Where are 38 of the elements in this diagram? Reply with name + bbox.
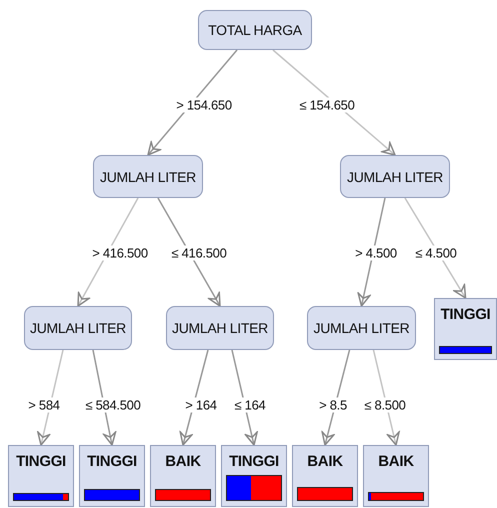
edge-label: ≤ 8.500 <box>363 398 407 412</box>
decision-node <box>307 306 416 350</box>
edge-label: ≤ 584.500 <box>84 398 142 412</box>
node-label: TINGGI <box>229 453 279 470</box>
node-label: BAIK <box>307 453 343 470</box>
leaf-node <box>221 445 287 507</box>
edge-label: > 416.500 <box>91 246 149 260</box>
node-label: JUMLAH LITER <box>172 320 268 336</box>
leaf-node <box>8 445 74 507</box>
node-label: TOTAL HARGA <box>208 22 302 38</box>
edge-label: > 164 <box>184 398 218 412</box>
leaf-node <box>79 445 145 507</box>
edge-label: ≤ 4.500 <box>414 246 458 260</box>
node-label: JUMLAH LITER <box>347 168 443 184</box>
edge-label: > 584 <box>27 398 61 412</box>
decision-node <box>340 155 450 198</box>
edge-label: > 154.650 <box>175 98 233 112</box>
decision-node <box>166 306 274 350</box>
node-label: BAIK <box>378 453 414 470</box>
leaf-node <box>292 445 358 507</box>
node-label: TINGGI <box>87 453 137 470</box>
node-label: JUMLAH LITER <box>314 320 410 336</box>
leaf-node <box>434 298 497 360</box>
decision-node <box>93 155 203 198</box>
leaf-node <box>363 445 429 507</box>
edge-label: ≤ 164 <box>234 398 266 412</box>
node-label: BAIK <box>165 453 201 470</box>
decision-node <box>198 10 312 50</box>
node-label: TINGGI <box>440 306 490 323</box>
edge-label: ≤ 416.500 <box>170 246 228 260</box>
edge-label: > 8.5 <box>318 398 348 412</box>
edge-label: > 4.500 <box>354 246 398 260</box>
node-label: TINGGI <box>16 453 66 470</box>
leaf-node <box>150 445 216 507</box>
edge-label: ≤ 154.650 <box>298 98 356 112</box>
node-label: JUMLAH LITER <box>100 168 196 184</box>
decision-node <box>24 306 132 350</box>
node-label: JUMLAH LITER <box>30 320 126 336</box>
